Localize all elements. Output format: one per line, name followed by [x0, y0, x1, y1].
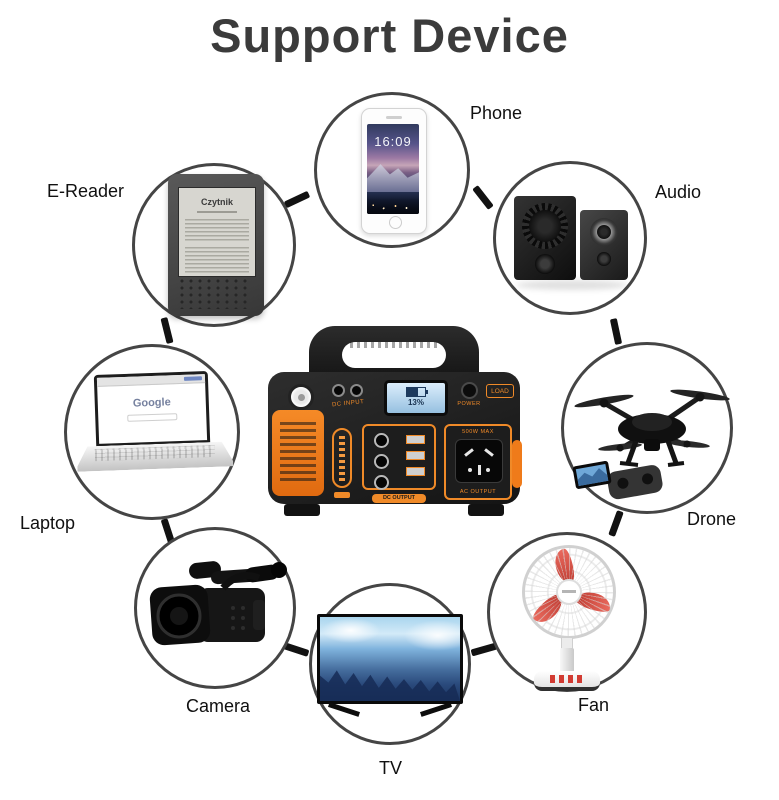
max-watts-label: 500W MAX [462, 429, 494, 435]
battery-indicator-label [334, 492, 350, 498]
drone-controller [572, 460, 663, 500]
page-title: Support Device [210, 9, 569, 62]
mountain-graphic [367, 164, 419, 192]
phone-speaker [386, 116, 402, 119]
power-button [460, 382, 478, 399]
ereader-screen: Czytnik [178, 187, 256, 277]
speaker-woofer [590, 218, 618, 246]
lcd-percentage: 13% [407, 398, 424, 407]
text-lines [185, 247, 249, 273]
fan-buttons [550, 675, 584, 683]
device-circle-drone [561, 342, 733, 514]
fan-cage [522, 545, 616, 639]
connector-line [160, 317, 174, 344]
search-box-graphic [127, 413, 178, 422]
fan-base [534, 671, 600, 691]
device-label-ereader: E-Reader [47, 181, 125, 201]
fan-pole [560, 648, 574, 673]
connector-line [609, 318, 623, 345]
ac-socket [455, 439, 503, 483]
device-circle-tv [309, 583, 471, 745]
winter-landscape-graphic [320, 670, 460, 701]
phone-screen: 16:09 [367, 124, 419, 214]
battery-icon [406, 387, 428, 397]
device-label-drone: Drone [687, 509, 737, 529]
phone-illustration: 16:09 [361, 108, 427, 234]
connector-line [283, 190, 311, 209]
device-label-audio: Audio [655, 182, 702, 202]
station-lcd-display: 13% [384, 380, 448, 416]
text-lines [185, 219, 249, 241]
camera-illustration [149, 561, 287, 646]
station-body: DC INPUT 13% POWER LOAD DC OUTPUT 50 [268, 372, 522, 516]
device-circle-fan [487, 532, 647, 692]
battery-segments [339, 435, 345, 481]
ereader-keyboard [180, 279, 252, 309]
device-label-phone: Phone [470, 103, 523, 123]
browser-toolbar [96, 374, 206, 387]
device-circle-laptop: Google [64, 344, 240, 520]
power-station-illustration: DC INPUT 13% POWER LOAD DC OUTPUT 50 [268, 326, 522, 532]
city-lights-graphic [367, 198, 419, 214]
flashlight-icon [288, 384, 314, 410]
power-button-group: POWER [456, 382, 482, 407]
ereader-illustration: Czytnik [168, 174, 264, 316]
speaker-shadow [516, 280, 628, 290]
tv-illustration [317, 614, 463, 704]
dc-output-jacks [374, 433, 389, 496]
speaker-woofer [522, 203, 568, 249]
power-label: POWER [457, 401, 481, 407]
device-label-laptop: Laptop [20, 513, 76, 533]
ac-output-label: AC OUTPUT [459, 489, 497, 495]
speaker-left-illustration [514, 196, 576, 280]
dc-input-label: DC INPUT [331, 399, 365, 409]
handle-grip-hole [342, 342, 446, 368]
tv-screen [320, 617, 460, 701]
tv-stand-right [420, 702, 452, 717]
device-circle-audio [493, 161, 647, 315]
dc-input-jacks [332, 384, 378, 397]
laptop-screen: Google [93, 371, 211, 447]
battery-level-indicator [332, 428, 352, 488]
ac-output-panel: 500W MAX AC OUTPUT [444, 424, 512, 500]
tv-stand-left [328, 702, 360, 717]
connector-line [472, 185, 494, 210]
keyboard-keys [95, 445, 215, 461]
load-button: LOAD [486, 384, 514, 398]
dc-output-label: DC OUTPUT [372, 494, 426, 503]
device-label-tv: TV [379, 758, 403, 778]
device-label-camera: Camera [186, 696, 251, 716]
device-label-fan: Fan [578, 695, 610, 715]
phone-clock-text: 16:09 [374, 134, 412, 149]
usb-ports [406, 435, 425, 483]
search-logo-text: Google [132, 396, 171, 410]
fan-hub [556, 579, 582, 605]
side-accent [512, 440, 522, 488]
ereader-page-title: Czytnik [200, 197, 233, 207]
device-circle-ereader: Czytnik [132, 163, 296, 327]
speaker-tweeter [535, 254, 555, 274]
drone-illustration [572, 389, 730, 500]
side-vent-panel [272, 410, 324, 496]
dc-output-panel [362, 424, 436, 490]
ereader-subtitle-line [197, 211, 237, 213]
dc-input-group: DC INPUT [331, 384, 378, 409]
speaker-right-illustration [580, 210, 628, 280]
device-circle-phone: 16:09 [314, 92, 470, 248]
station-foot [468, 504, 504, 516]
phone-home-button [388, 216, 402, 229]
station-foot [284, 504, 320, 516]
speaker-tweeter [597, 252, 611, 266]
device-circle-camera [134, 527, 296, 689]
